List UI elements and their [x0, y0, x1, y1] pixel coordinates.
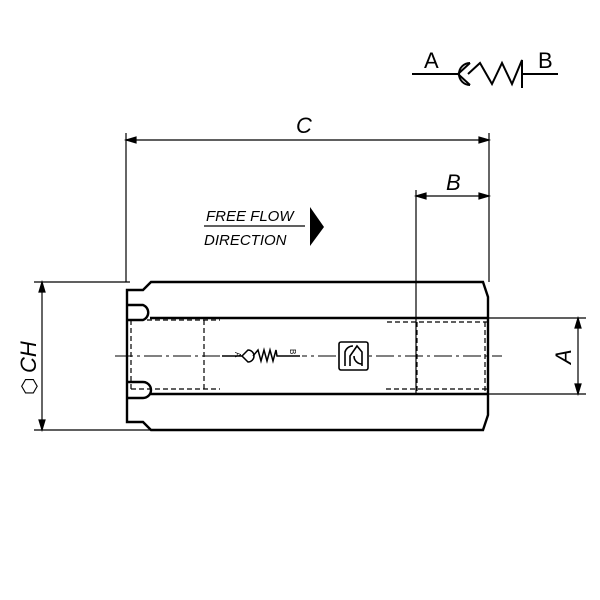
dimension-c: C	[123, 113, 492, 282]
symbol-port-b: B	[538, 48, 553, 73]
symbol-port-a: A	[424, 48, 439, 73]
flow-arrow-icon	[310, 207, 324, 246]
flow-label-line2: DIRECTION	[204, 232, 287, 249]
body-check-symbol: A B	[220, 345, 302, 367]
dimension-b: B	[413, 170, 492, 395]
free-flow-direction: FREE FLOW DIRECTION	[204, 207, 324, 249]
dimension-c-label: C	[296, 113, 312, 138]
dimension-a-label: A	[551, 349, 576, 366]
brand-logo	[338, 341, 369, 371]
flow-label-line1: FREE FLOW	[206, 208, 295, 225]
body-symbol-port-a: A	[233, 352, 242, 358]
valve-body	[125, 280, 490, 432]
dimension-ch: ⬡ CH	[16, 279, 150, 433]
dimension-a: A	[488, 315, 586, 397]
check-valve-symbol: A B	[412, 48, 558, 88]
hex-icon: ⬡	[19, 378, 41, 395]
dimension-b-label: B	[446, 170, 461, 195]
dimension-ch-label: CH	[16, 341, 41, 373]
body-symbol-port-b: B	[288, 349, 297, 354]
